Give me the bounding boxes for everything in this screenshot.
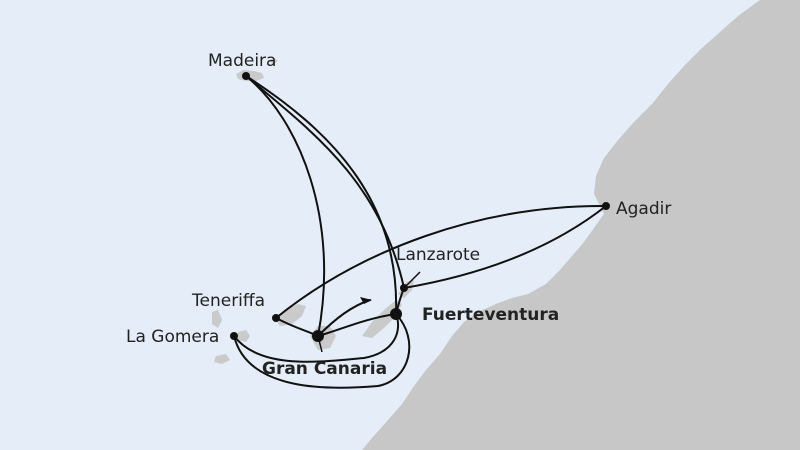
label-leaders (317, 271, 421, 353)
island-fuerteventura (362, 300, 402, 338)
label-gran-canaria: Gran Canaria (262, 359, 387, 379)
label-madeira: Madeira (208, 51, 276, 71)
label-fuerteventura: Fuerteventura (422, 305, 559, 325)
label-teneriffa: Teneriffa (191, 291, 265, 311)
island-el-hierro (214, 354, 230, 364)
island-la-palma (212, 310, 222, 328)
island-teneriffa (276, 304, 306, 326)
route-gran-canaria-fuerteventura (317, 313, 397, 337)
marker-madeira (242, 72, 250, 80)
route-madeira-fuerteventura (245, 75, 398, 315)
label-agadir: Agadir (616, 199, 671, 219)
label-lanzarote: Lanzarote (396, 245, 480, 265)
marker-teneriffa (272, 314, 280, 322)
leader-lanzarote (403, 271, 421, 289)
marker-la-gomera (230, 332, 238, 340)
marker-agadir (602, 202, 610, 210)
routes (233, 75, 607, 389)
route-lanzarote-agadir (403, 205, 607, 289)
leader-gran-canaria (317, 335, 323, 353)
island-porto-santo (268, 58, 278, 64)
route-madeira-gran-canaria (245, 75, 326, 337)
route-teneriffa-agadir (275, 204, 607, 319)
marker-fuerteventura (390, 308, 402, 320)
route-la-gomera-fuerteventura (233, 313, 411, 389)
direction-arrow-icon (360, 297, 372, 304)
route-la-gomera-fuerteventura-2 (233, 313, 400, 363)
island-la-gomera (238, 330, 250, 342)
africa-mainland (362, 0, 800, 450)
label-la-gomera: La Gomera (126, 327, 219, 347)
